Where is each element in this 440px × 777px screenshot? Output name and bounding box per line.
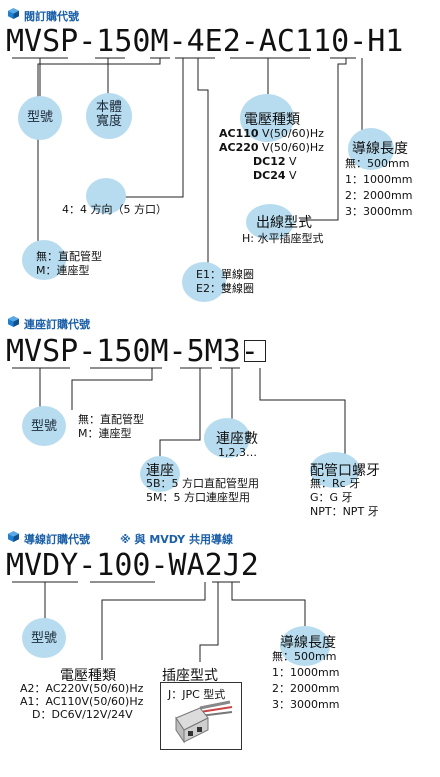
outlet-bubble — [246, 204, 294, 240]
wire-length-bubble — [280, 626, 330, 666]
piping-list: 無：直配管型 M：連座型 — [78, 413, 144, 440]
section-header-manifold: 連座訂購代號 — [24, 318, 90, 331]
cube-icon — [8, 531, 19, 542]
voltage-list: AC110 V(50/60)Hz AC220 V(50/60)Hz DC12 V… — [219, 127, 324, 182]
outlet-line: H: 水平插座型式 — [242, 232, 324, 245]
type-label: 型號 — [30, 631, 57, 646]
thread-bubble — [310, 452, 360, 488]
wire-length-list: 無：500mm 1：1000mm 2：2000mm 3：3000mm — [272, 650, 340, 711]
body-width-label: 本體寬度 — [95, 100, 122, 129]
thread-list: 無：Rc 牙 G：G 牙 NPT：NPT 牙 — [310, 477, 379, 518]
cube-icon — [8, 8, 19, 19]
piping-list: 無：直配管型 M：連座型 — [36, 250, 102, 277]
section-header-wire: 導線訂購代號 — [24, 533, 90, 546]
wire-length-list: 無：500mm 1：1000mm 2：2000mm 3：3000mm — [345, 157, 413, 218]
wire-order-code: MVDY-100-WA2J2 — [6, 548, 259, 583]
valve-order-code: MVSP-150M-4E2-AC110-H1 — [6, 24, 404, 59]
voltage-list: A2：AC220V(50/60)Hz A1：AC110V(50/60)Hz D：… — [20, 682, 144, 721]
section-note: ※ 與 MVDY 共用導線 — [120, 533, 233, 546]
type-bubble — [22, 618, 66, 658]
cube-icon — [8, 316, 19, 327]
stations-title: 連座數 — [216, 431, 258, 447]
manifold-order-code: MVSP-150M-5M3- — [6, 334, 259, 369]
ways-bubble — [86, 178, 126, 214]
plug-title: 插座型式 — [162, 668, 218, 684]
base-list: 5B：5 方口直配管型用 5M：5 方口連座型用 — [146, 477, 260, 504]
piping-bubble — [22, 240, 66, 280]
stations-bubble — [204, 418, 250, 458]
base-title: 連座 — [146, 463, 174, 479]
voltage-title: 電壓種類 — [60, 668, 116, 684]
type-bubble — [18, 96, 62, 140]
coil-bubble — [182, 262, 226, 302]
wire-length-title: 導線長度 — [352, 141, 408, 157]
type-bubble — [22, 406, 66, 446]
voltage-bubble — [240, 94, 294, 142]
placeholder-box — [244, 340, 266, 362]
body-width-bubble — [86, 93, 132, 139]
thread-title: 配管口螺牙 — [310, 463, 380, 479]
plug-label: J：JPC 型式 — [168, 688, 226, 701]
stations-values: 1,2,3… — [218, 446, 257, 459]
wire-length-title: 導線長度 — [280, 635, 336, 651]
outlet-title: 出線型式 — [256, 215, 312, 231]
ways-label: 4：4 方向（5 方口） — [62, 203, 167, 216]
wire-length-bubble — [348, 128, 394, 170]
connector-plug-icon — [175, 700, 233, 744]
type-label: 型號 — [26, 110, 53, 125]
coil-list: E1：單線圈 E2：雙線圈 — [196, 268, 254, 295]
base-bubble — [140, 456, 180, 492]
type-label: 型號 — [30, 419, 57, 434]
section-header-valve: 閥訂購代號 — [24, 10, 79, 23]
voltage-title: 電壓種類 — [244, 112, 300, 128]
plug-frame — [160, 682, 242, 750]
